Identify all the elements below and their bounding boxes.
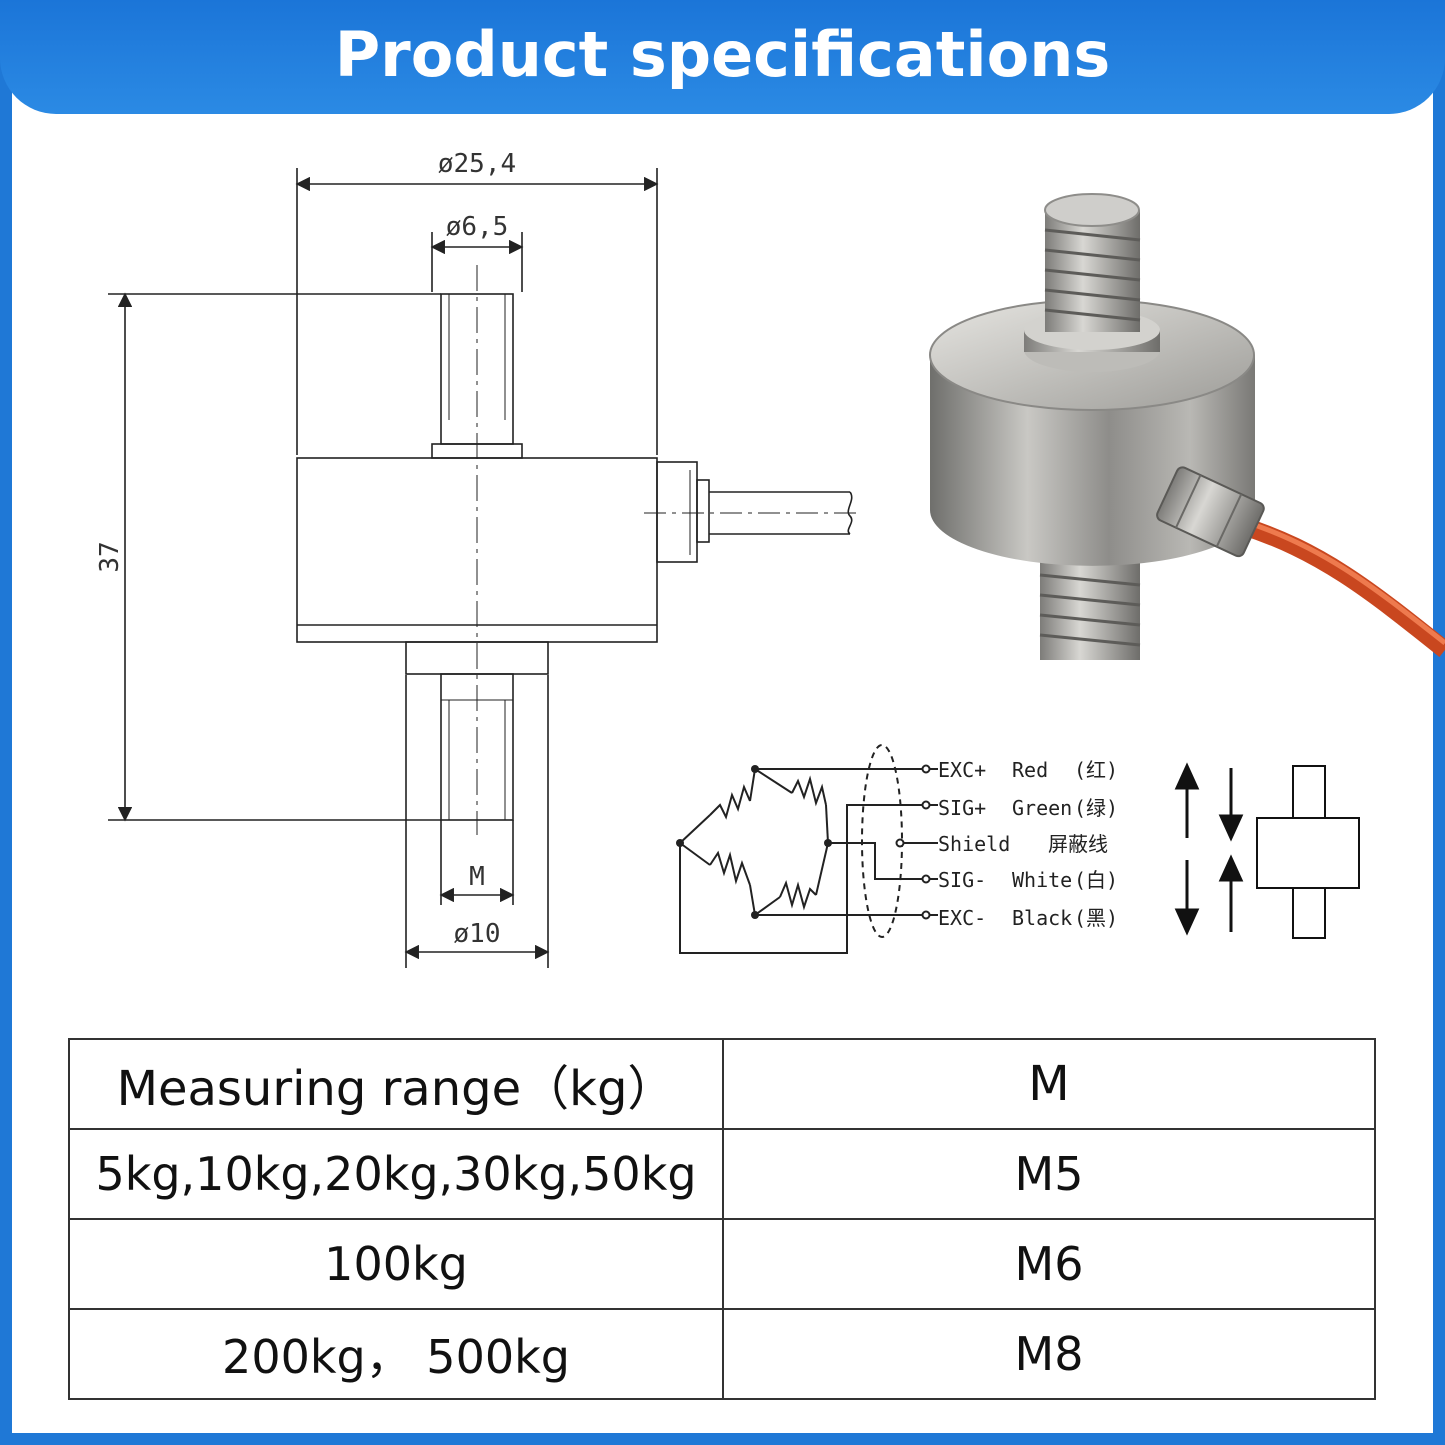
range-cell: 200kg， 500kg bbox=[68, 1308, 724, 1400]
wire-color-red: Red bbox=[1012, 758, 1048, 782]
range-cell: 5kg,10kg,20kg,30kg,50kg bbox=[68, 1128, 724, 1220]
dim-stud-diameter: ø6,5 bbox=[446, 212, 509, 242]
table-row: 100kg M6 bbox=[68, 1218, 1376, 1310]
thread-cell: M5 bbox=[722, 1128, 1376, 1220]
thread-cell: M6 bbox=[722, 1218, 1376, 1310]
table-header-row: Measuring range（kg） M bbox=[68, 1038, 1376, 1130]
arrow-down-icon bbox=[1174, 908, 1200, 936]
force-direction-diagram bbox=[1174, 762, 1360, 939]
wire-cn-shield: 屏蔽线 bbox=[1048, 832, 1108, 856]
wiring-diagram: EXC+ Red (红) SIG+ Green (绿) Shield 屏蔽线 S… bbox=[676, 744, 1118, 954]
wire-pin-shield: Shield bbox=[938, 832, 1010, 856]
header-measuring-range: Measuring range（kg） bbox=[68, 1038, 724, 1130]
wire-color-white: White bbox=[1012, 868, 1072, 892]
wire-cn-white: (白) bbox=[1074, 868, 1118, 892]
dim-body-diameter: ø25,4 bbox=[438, 149, 516, 179]
arrow-down-icon bbox=[1218, 814, 1244, 842]
wire-cn-red: (红) bbox=[1074, 758, 1118, 782]
dim-base-diameter: ø10 bbox=[454, 919, 501, 949]
title-banner: Product specifications bbox=[0, 0, 1445, 114]
product-photo bbox=[929, 193, 1445, 660]
arrow-up-icon bbox=[1218, 854, 1244, 882]
wire-color-green: Green bbox=[1012, 796, 1072, 820]
load-cell-image bbox=[929, 193, 1445, 660]
thread-cell: M8 bbox=[722, 1308, 1376, 1400]
wire-cn-black: (黑) bbox=[1074, 906, 1118, 930]
arrow-up-icon bbox=[1174, 762, 1200, 790]
dimension-drawing: ø25,4 ø6,5 37 M ø10 bbox=[95, 149, 860, 968]
table-row: 5kg,10kg,20kg,30kg,50kg M5 bbox=[68, 1128, 1376, 1220]
dim-thread: M bbox=[469, 862, 485, 892]
wire-pin-exc-minus: EXC- bbox=[938, 906, 986, 930]
page-title: Product specifications bbox=[334, 18, 1111, 91]
table-row: 200kg， 500kg M8 bbox=[68, 1308, 1376, 1400]
wire-color-black: Black bbox=[1012, 906, 1072, 930]
wire-pin-sig-plus: SIG+ bbox=[938, 796, 986, 820]
wire-cn-green: (绿) bbox=[1074, 796, 1118, 820]
spec-table: Measuring range（kg） M 5kg,10kg,20kg,30kg… bbox=[68, 1038, 1376, 1400]
header-thread: M bbox=[722, 1038, 1376, 1130]
wire-pin-sig-minus: SIG- bbox=[938, 868, 986, 892]
dim-height: 37 bbox=[95, 541, 125, 572]
wire-pin-exc-plus: EXC+ bbox=[938, 758, 986, 782]
range-cell: 100kg bbox=[68, 1218, 724, 1310]
